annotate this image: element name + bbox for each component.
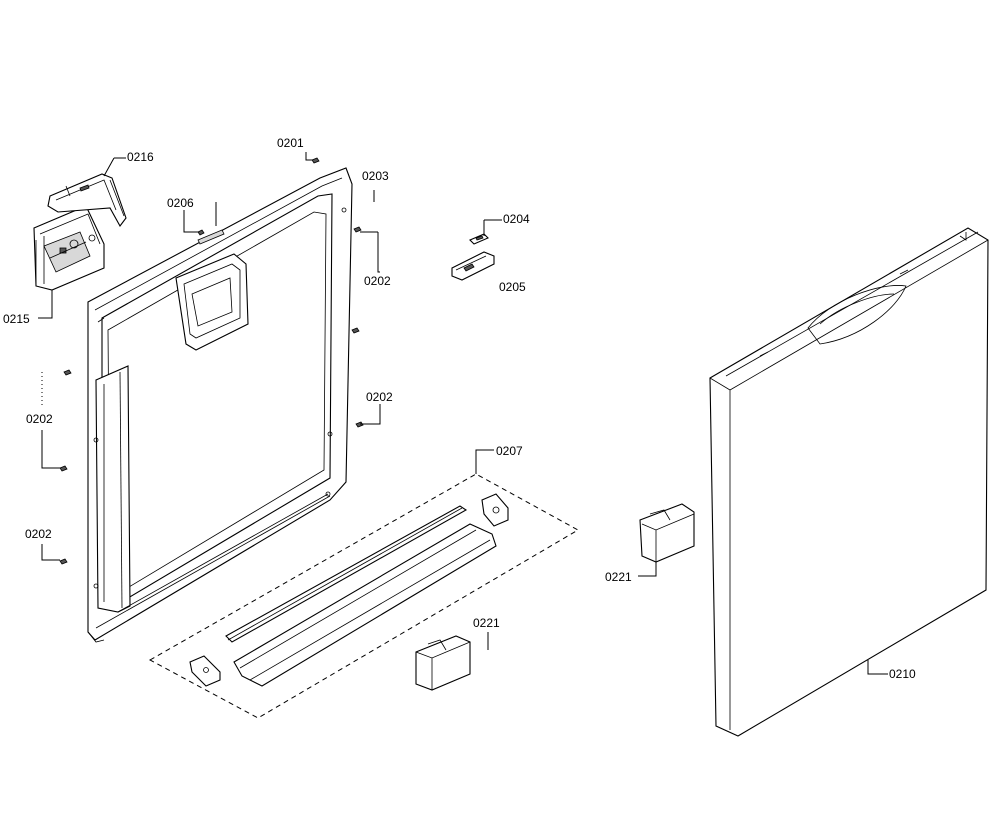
label-0216: 0216 [127,150,154,164]
kit-0207 [148,473,580,719]
spacer-block-lower [415,635,471,691]
spacer-block-upper [639,503,695,563]
label-0221-lower: 0221 [473,616,500,630]
part-labels: 0201 0203 0216 0206 0204 0205 0215 0202 … [3,136,916,681]
screw-fasteners [59,157,364,565]
label-0202-right-mid: 0202 [366,390,393,404]
label-0203: 0203 [362,169,389,183]
label-0201: 0201 [277,136,304,150]
outer-door-panel [709,227,989,737]
label-0207: 0207 [496,444,523,458]
label-0202-right-top: 0202 [364,274,391,288]
latch-parts [451,233,495,281]
label-0204: 0204 [503,212,530,226]
label-0202-left-top: 0202 [26,412,53,426]
label-0215: 0215 [3,312,30,326]
inner-door-liner [87,167,353,643]
leader-lines [38,152,888,675]
control-module [33,205,105,291]
module-cover [47,173,127,228]
label-0221-upper: 0221 [605,570,632,584]
label-0202-left-bottom: 0202 [25,527,52,541]
label-0210: 0210 [889,667,916,681]
label-0205: 0205 [499,280,526,294]
label-0206: 0206 [167,196,194,210]
